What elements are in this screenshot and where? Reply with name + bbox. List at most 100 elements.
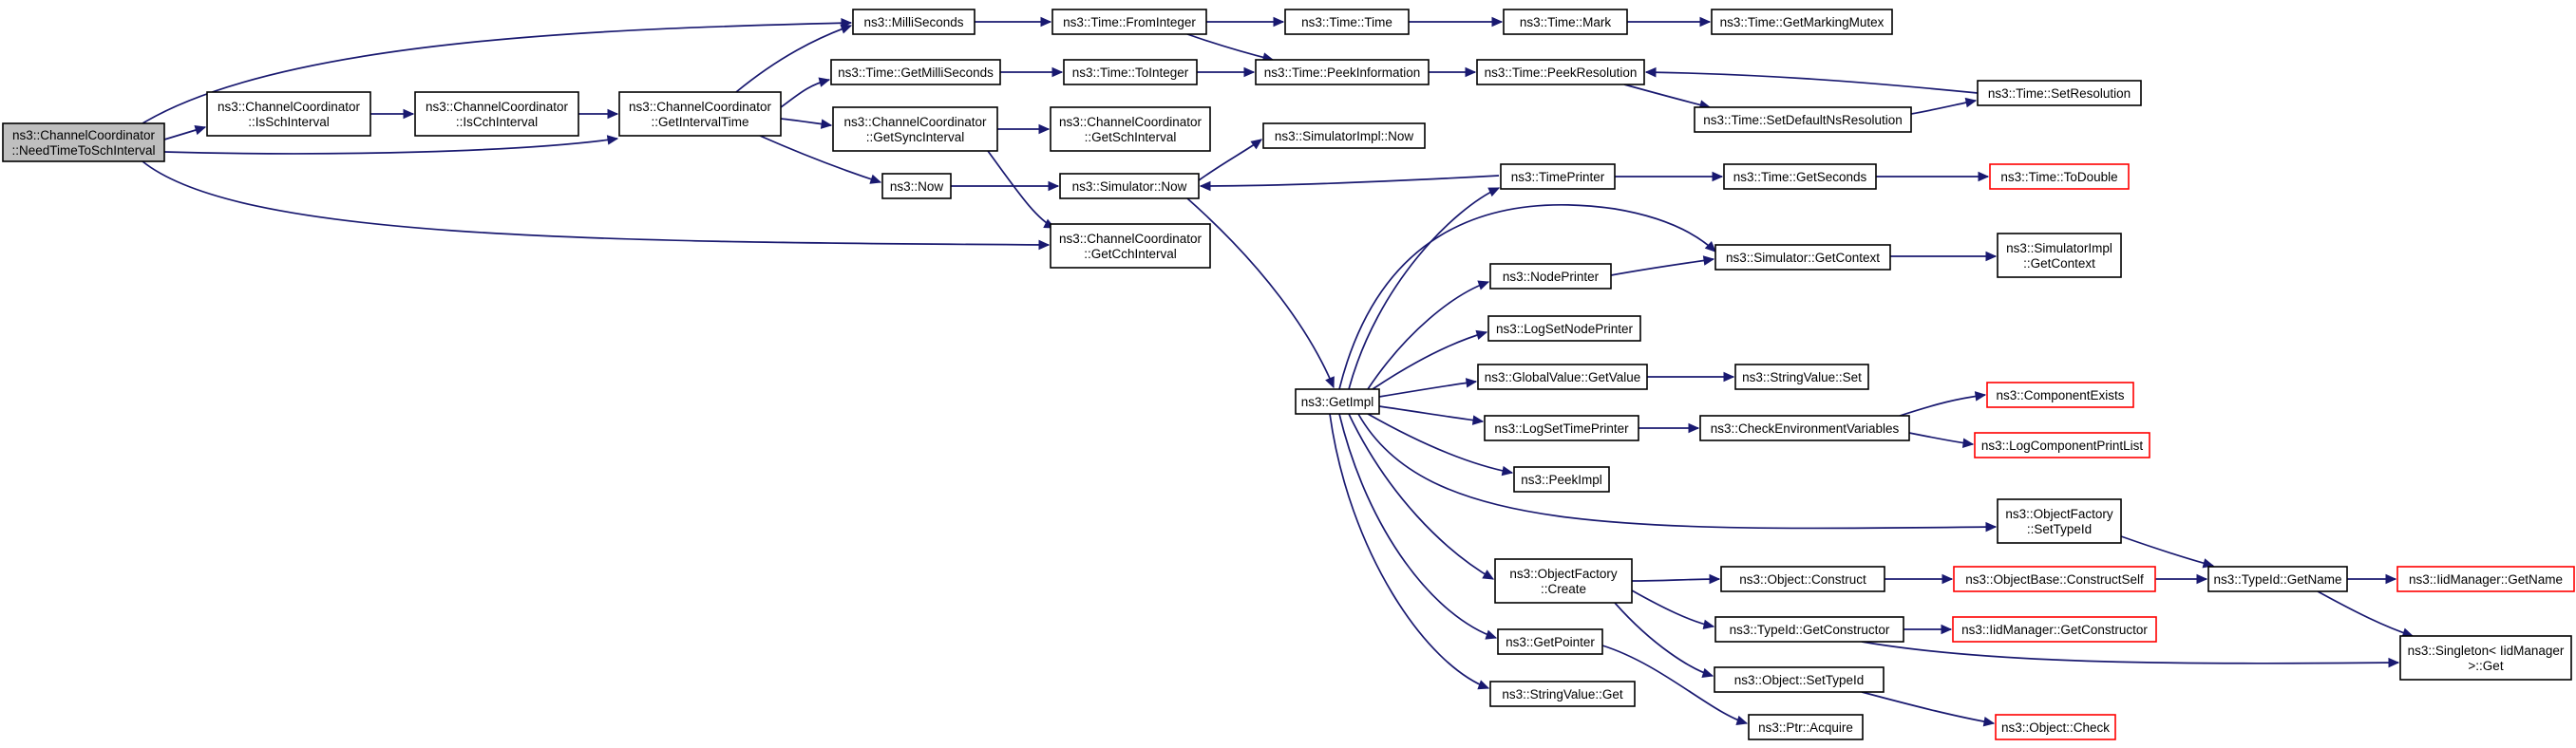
node-implGetCtx[interactable]: ns3::SimulatorImpl::GetContext — [1997, 233, 2122, 278]
node-logSetTime[interactable]: ns3::LogSetTimePrinter — [1484, 415, 1639, 441]
node-globalGet[interactable]: ns3::GlobalValue::GetValue — [1477, 364, 1648, 390]
edge-line — [1614, 602, 1714, 677]
node-box — [1974, 432, 2150, 458]
node-implNow[interactable]: ns3::SimulatorImpl::Now — [1262, 122, 1426, 149]
node-label: ns3::ChannelCoordinator — [218, 100, 361, 114]
edge-arrowhead — [1699, 16, 1712, 28]
node-getInterval[interactable]: ns3::ChannelCoordinator::GetIntervalTime — [618, 91, 782, 137]
edge-arrowhead — [1702, 619, 1715, 630]
node-iidGetCtor[interactable]: ns3::IidManager::GetConstructor — [1952, 616, 2157, 643]
node-setDefNs[interactable]: ns3::Time::SetDefaultNsResolution — [1694, 106, 1912, 133]
node-box — [1997, 233, 2122, 278]
edge-arrowhead — [1961, 438, 1975, 449]
node-label: ns3::Time::SetResolution — [1988, 86, 2131, 101]
edge-line — [2317, 590, 2414, 637]
node-objCheck[interactable]: ns3::Object::Check — [1995, 714, 2116, 740]
node-label: ns3::LogSetNodePrinter — [1496, 322, 1634, 336]
node-timePrinter[interactable]: ns3::TimePrinter — [1500, 163, 1616, 190]
node-label: ::GetContext — [2023, 256, 2095, 271]
node-tidGetCtor[interactable]: ns3::TypeId::GetConstructor — [1714, 616, 1904, 643]
node-box — [1723, 163, 1877, 190]
edge-objBaseCS-to-tidGetName — [2155, 573, 2208, 585]
node-ofCreate[interactable]: ns3::ObjectFactory::Create — [1494, 558, 1633, 604]
node-getCchInt[interactable]: ns3::ChannelCoordinator::GetCchInterval — [1050, 223, 1211, 269]
edge-arrowhead — [1985, 251, 1998, 262]
node-ofSetTid[interactable]: ns3::ObjectFactory::SetTypeId — [1997, 498, 2122, 544]
node-getSync[interactable]: ns3::ChannelCoordinator::GetSyncInterval — [832, 106, 998, 152]
node-toDouble[interactable]: ns3::Time::ToDouble — [1989, 163, 2130, 190]
node-compExists[interactable]: ns3::ComponentExists — [1986, 382, 2134, 408]
node-objBaseCS[interactable]: ns3::ObjectBase::ConstructSelf — [1953, 566, 2156, 592]
edge-getPointer-to-ptrAcquire — [1601, 645, 1749, 725]
node-objConstruct[interactable]: ns3::Object::Construct — [1720, 566, 1885, 592]
node-iidGetName[interactable]: ns3::IidManager::GetName — [2396, 566, 2575, 592]
node-peekInfo[interactable]: ns3::Time::PeekInformation — [1255, 59, 1430, 85]
node-isSch[interactable]: ns3::ChannelCoordinator::IsSchInterval — [206, 91, 371, 137]
node-toInt[interactable]: ns3::Time::ToInteger — [1063, 59, 1198, 85]
edge-objSetTid-to-objCheck — [1861, 691, 1996, 727]
edge-getInterval-to-milli — [735, 24, 853, 93]
node-nodePrinter[interactable]: ns3::NodePrinter — [1489, 263, 1612, 290]
node-box — [1262, 122, 1426, 149]
node-box — [1050, 223, 1211, 269]
node-label: ns3::Singleton< IidManager — [2408, 644, 2565, 658]
edge-checkEnv-to-logCompList — [1908, 432, 1975, 449]
node-box — [1477, 364, 1648, 390]
edge-arrowhead — [1040, 16, 1052, 28]
node-checkEnv[interactable]: ns3::CheckEnvironmentVariables — [1699, 415, 1910, 441]
edge-arrowhead — [1501, 465, 1514, 477]
edge-arrowhead — [2388, 657, 2400, 668]
node-tidGetName[interactable]: ns3::TypeId::GetName — [2207, 566, 2348, 592]
edge-arrowhead — [2196, 573, 2208, 585]
node-svSet[interactable]: ns3::StringValue::Set — [1734, 364, 1869, 390]
node-ptrAcquire[interactable]: ns3::Ptr::Acquire — [1748, 714, 1864, 740]
node-box — [1284, 9, 1410, 35]
edge-line — [1861, 641, 2399, 664]
node-now[interactable]: ns3::Now — [881, 173, 952, 199]
node-getImpl[interactable]: ns3::GetImpl — [1295, 388, 1380, 415]
node-setRes[interactable]: ns3::Time::SetResolution — [1977, 80, 2142, 106]
node-getPointer[interactable]: ns3::GetPointer — [1497, 628, 1603, 655]
node-isCch[interactable]: ns3::ChannelCoordinator::IsCchInterval — [414, 91, 579, 137]
node-label: ::GetSchInterval — [1085, 130, 1177, 144]
node-label: ns3::ObjectFactory — [2005, 507, 2113, 521]
edge-getImpl-to-nodePrinter — [1367, 280, 1490, 390]
node-box — [1720, 566, 1885, 592]
node-label: ns3::ObjectFactory — [1509, 567, 1618, 581]
node-getMilli[interactable]: ns3::Time::GetMilliSeconds — [830, 59, 1001, 85]
node-singletonGet[interactable]: ns3::Singleton< IidManager>::Get — [2399, 635, 2572, 681]
node-logCompList[interactable]: ns3::LogComponentPrintList — [1974, 432, 2150, 458]
node-label: ::IsSchInterval — [248, 115, 330, 129]
edge-line — [1631, 589, 1714, 627]
node-simGetCtx[interactable]: ns3::Simulator::GetContext — [1714, 244, 1891, 271]
node-timeTime[interactable]: ns3::Time::Time — [1284, 9, 1410, 35]
edge-arrowhead — [1325, 376, 1335, 389]
node-label: ns3::IidManager::GetConstructor — [1961, 623, 2148, 637]
edge-getImpl-to-simGetCtx — [1338, 203, 1716, 390]
node-box — [1714, 666, 1885, 693]
edge-arrowhead — [1735, 715, 1749, 725]
node-logSetNode[interactable]: ns3::LogSetNodePrinter — [1487, 315, 1641, 342]
edge-line — [1899, 394, 1986, 417]
node-box — [1989, 163, 2130, 190]
node-getSeconds[interactable]: ns3::Time::GetSeconds — [1723, 163, 1877, 190]
node-objSetTid[interactable]: ns3::Object::SetTypeId — [1714, 666, 1885, 693]
edge-arrowhead — [1644, 66, 1657, 78]
edge-setDefNs-to-setRes — [1910, 97, 1978, 115]
node-simNow[interactable]: ns3::Simulator::Now — [1059, 173, 1200, 199]
node-fromInt[interactable]: ns3::Time::FromInteger — [1051, 9, 1207, 35]
node-svGet[interactable]: ns3::StringValue::Get — [1489, 681, 1636, 707]
node-label: ns3::TypeId::GetName — [2213, 572, 2341, 587]
node-label: ns3::ChannelCoordinator — [12, 128, 156, 142]
node-box — [1255, 59, 1430, 85]
node-label: ns3::ChannelCoordinator — [1059, 115, 1203, 129]
edge-arrowhead — [1471, 415, 1485, 425]
node-milli[interactable]: ns3::MilliSeconds — [852, 9, 975, 35]
node-getSchInt[interactable]: ns3::ChannelCoordinator::GetSchInterval — [1050, 106, 1211, 152]
node-root[interactable]: ns3::ChannelCoordinator::NeedTimeToSchIn… — [2, 122, 165, 162]
node-peekImpl[interactable]: ns3::PeekImpl — [1513, 466, 1610, 493]
node-peekRes[interactable]: ns3::Time::PeekResolution — [1476, 59, 1645, 85]
edge-arrowhead — [1048, 180, 1060, 192]
node-mutex[interactable]: ns3::Time::GetMarkingMutex — [1711, 9, 1893, 35]
node-mark[interactable]: ns3::Time::Mark — [1503, 9, 1628, 35]
